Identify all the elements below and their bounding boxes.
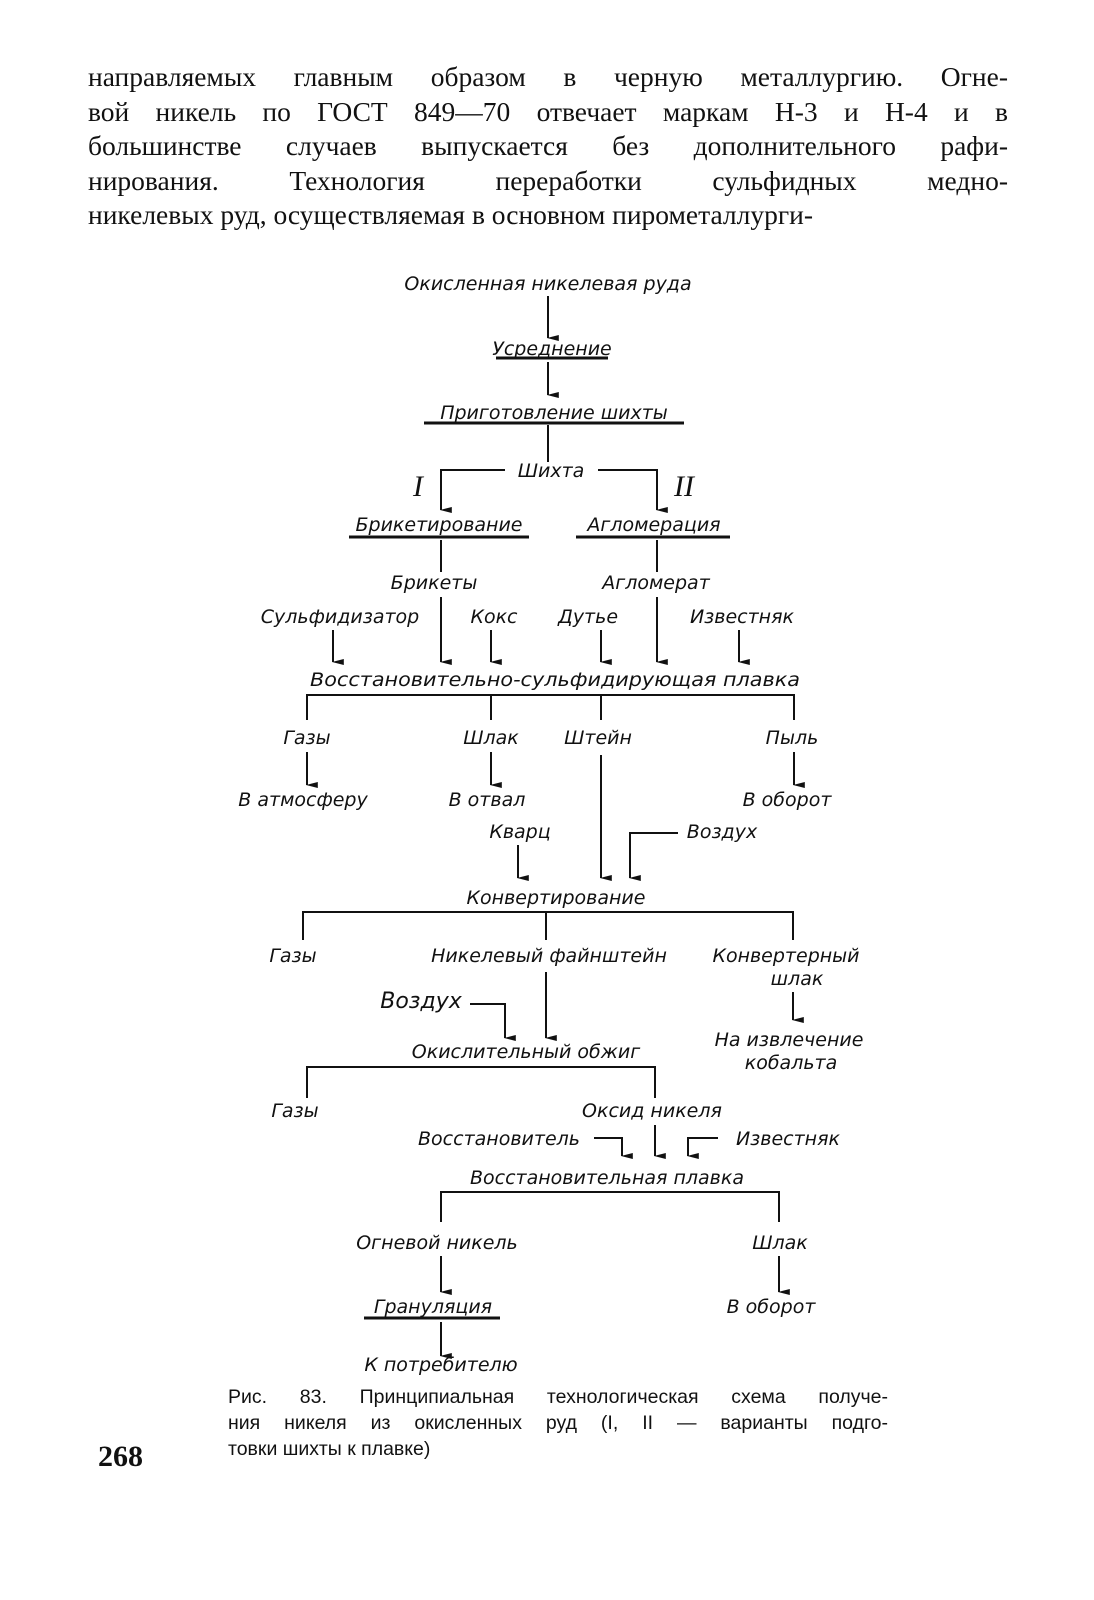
node-charge-preparation: Приготовление шихты: [440, 402, 668, 424]
node-limestone-2: Известняк: [736, 1128, 841, 1150]
body-text-line: нирования. Технология переработки сульфи…: [88, 164, 1008, 196]
node-to-dump: В отвал: [449, 789, 526, 811]
node-granulation: Грануляция: [374, 1296, 492, 1318]
node-nickel-oxide: Оксид никеля: [582, 1100, 722, 1122]
node-briquetting: Брикетирование: [355, 514, 522, 536]
node-agglomerate: Агломерат: [600, 572, 710, 594]
node-gases-3: Газы: [271, 1100, 318, 1122]
node-to-recycle-1: В оборот: [743, 789, 833, 811]
node-fire-nickel: Огневой никель: [356, 1232, 518, 1254]
caption-line: ния никеля из окисленных руд (I, II — ва…: [228, 1412, 888, 1434]
node-quartz: Кварц: [489, 821, 550, 843]
body-text-line: большинстве случаев выпускается без допо…: [88, 130, 1008, 161]
node-converter-slag-line-2: шлак: [771, 968, 824, 990]
body-text-line: вой никель по ГОСТ 849—70 отвечает марка…: [88, 95, 1008, 127]
node-slag-1: Шлак: [463, 727, 519, 749]
variant-label-1: I: [412, 470, 425, 503]
node-nickel-fine-matte: Никелевый файнштейн: [431, 945, 667, 967]
node-limestone-1: Известняк: [690, 606, 795, 628]
node-ore: Окисленная никелевая руда: [404, 273, 691, 295]
node-agglomeration: Агломерация: [585, 514, 720, 536]
node-converter-slag-line-1: Конвертерный: [712, 945, 859, 967]
node-charge: Шихта: [518, 460, 585, 482]
caption-line: товки шихты к плавке): [228, 1438, 431, 1460]
node-gases-2: Газы: [269, 945, 316, 967]
node-blast: Дутье: [557, 606, 618, 628]
figure-caption: Рис. 83. Принципиальная технологическая …: [228, 1384, 888, 1462]
node-oxidizing-roasting: Окислительный обжиг: [412, 1041, 641, 1063]
node-coke: Кокс: [470, 606, 518, 628]
node-gases-1: Газы: [283, 727, 330, 749]
node-air-2: Воздух: [380, 989, 462, 1014]
variant-label-2: II: [673, 470, 696, 503]
node-cobalt-recovery-line-2: кобальта: [745, 1052, 838, 1074]
node-matte: Штейн: [564, 727, 632, 749]
node-sulfidizer: Сульфидизатор: [261, 606, 419, 628]
node-averaging: Усреднение: [492, 338, 611, 360]
flow-lines: [302, 296, 805, 1359]
node-converting: Конвертирование: [467, 887, 646, 909]
node-reducing-sulfidizing-smelting: Восстановительно-сульфидирующая плавка: [310, 669, 800, 691]
node-reducing-smelting: Восстановительная плавка: [470, 1167, 744, 1189]
node-to-atmosphere: В атмосферу: [238, 789, 368, 811]
caption-line: Рис. 83. Принципиальная технологическая …: [228, 1386, 888, 1408]
page-number: 268: [98, 1440, 143, 1473]
node-briquettes: Брикеты: [391, 572, 478, 594]
node-cobalt-recovery-line-1: На извлечение: [715, 1029, 864, 1051]
node-to-recycle-2: В оборот: [727, 1296, 817, 1318]
node-reductant: Восстановитель: [418, 1128, 580, 1150]
node-dust: Пыль: [766, 727, 819, 749]
body-text-line: никелевых руд, осуществляемая в основном…: [88, 199, 814, 230]
process-underlines: [349, 356, 730, 1320]
node-to-consumer: К потребителю: [364, 1354, 517, 1376]
node-air-1: Воздух: [687, 821, 758, 843]
body-text-line: направляемых главным образом в черную ме…: [88, 61, 1008, 92]
body-text: направляемых главным образом в черную ме…: [88, 60, 1008, 233]
node-slag-2: Шлак: [752, 1232, 808, 1254]
